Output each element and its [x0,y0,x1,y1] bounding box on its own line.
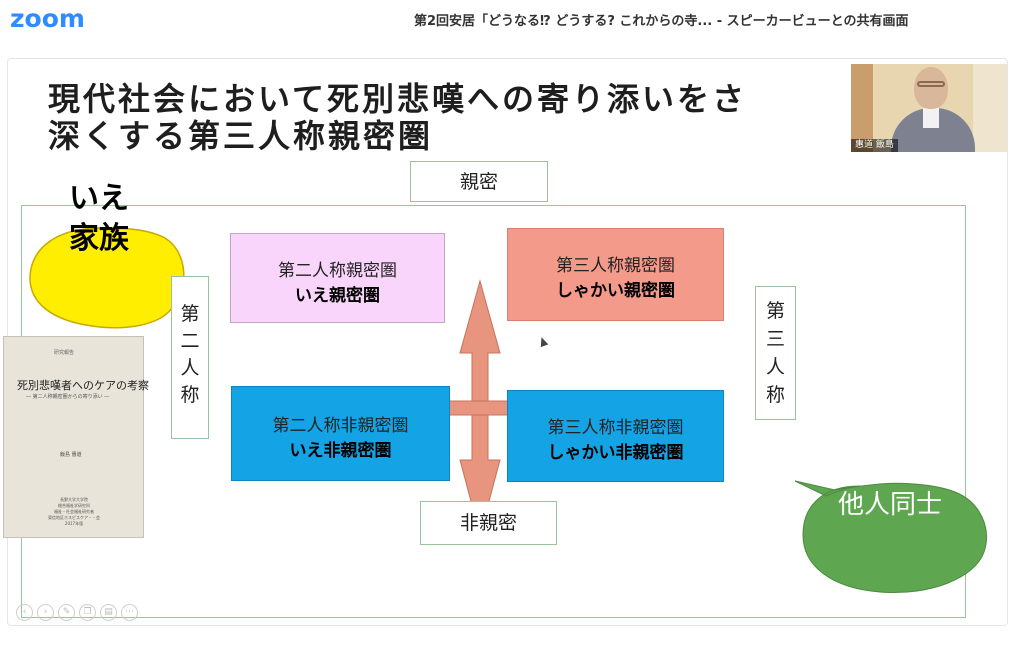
book-cover-image: 研究報告 死別悲嘆者へのケアの考察 ― 第二人称親密圏からの寄り添い ― 飯島 … [3,336,149,538]
axis-left-char: 人 [180,357,200,379]
book-author: 飯島 惠道 [60,452,82,458]
quadrant-second-person-intimate: 第二人称親密圏 いえ親密圏 [230,233,445,323]
axis-right-char: 称 [765,384,785,406]
bubble-right-text: しゃかい 他人同士 [790,450,990,524]
slide-title: 現代社会において死別悲嘆への寄り添いをさ 深くする第三人称親密圏 [48,81,747,155]
quadrant-subtitle: いえ非親密圏 [289,441,392,461]
axis-right-char: 三 [765,328,785,350]
book-subtitle: ― 第二人称親密圏からの寄り添い ― [26,394,110,400]
axis-right-char: 人 [765,356,785,378]
axis-left-char: 第 [180,303,200,325]
book-title: 死別悲嘆者へのケアの考察 [17,379,149,392]
more-icon[interactable]: ⋯ [121,604,138,621]
axis-label-second-person: 第 二 人 称 [171,276,209,439]
speaker-video-thumbnail[interactable]: 惠道 飯島 [851,64,1007,152]
quadrant-title: 第三人称親密圏 [556,256,675,276]
bubble-right-shape [794,480,987,594]
quadrant-second-person-non-intimate: 第二人称非親密圏 いえ非親密圏 [231,386,450,481]
bubble-right-line1: しゃかい [837,453,942,483]
copy-icon[interactable]: ❐ [79,604,96,621]
speaker-head [914,67,948,109]
quadrant-third-person-intimate: 第三人称親密圏 しゃかい親密圏 [507,228,724,321]
quadrant-title: 第三人称非親密圏 [547,418,684,438]
axis-label-third-person: 第 三 人 称 [755,286,796,420]
slide-title-line2: 深くする第三人称親密圏 [48,117,434,155]
slide-toolbar: ‹ › ✎ ❐ ▤ ⋯ [16,604,138,621]
quadrant-subtitle: しゃかい非親密圏 [547,443,684,463]
bubble-right-line2: 他人同士 [837,490,942,520]
bubble-left-line1: いえ [69,181,129,216]
axis-right-char: 第 [765,300,785,322]
video-background-panel [973,64,1007,152]
video-background-panel [851,64,873,152]
title-bar: zoom 第2回安居「どうなる⁉ どうする? これからの寺... - スピーカー… [0,0,1024,40]
quadrant-subtitle: いえ親密圏 [295,286,380,306]
back-icon[interactable]: ‹ [16,604,33,621]
forward-icon[interactable]: › [37,604,54,621]
slide-title-line1: 現代社会において死別悲嘆への寄り添いをさ [48,80,748,118]
zoom-logo: zoom [10,4,85,33]
bubble-left-text: いえ 家族 [31,179,167,259]
book-footer: 長野大学大学院 総合福祉学研究科 福祉・社会福祉研究者 東信地区ホスピスケア・・… [48,497,100,526]
quadrant-title: 第二人称親密圏 [278,261,397,281]
axis-left-char: 二 [180,330,200,352]
speaker-collar [923,108,939,128]
quadrant-title: 第二人称非親密圏 [272,416,409,436]
window-title: 第2回安居「どうなる⁉ どうする? これからの寺... - スピーカービューとの… [414,14,909,29]
axis-label-non-intimate: 非親密 [420,501,557,545]
speaker-glasses [917,81,945,87]
book-top-label: 研究報告 [54,350,75,356]
bubble-left-line2: 家族 [69,221,129,256]
axis-left-char: 称 [180,384,200,406]
pen-icon[interactable]: ✎ [58,604,75,621]
bubble-left-shape [29,227,191,332]
axis-label-intimate: 親密 [410,161,548,202]
shared-screen[interactable]: 現代社会において死別悲嘆への寄り添いをさ 深くする第三人称親密圏 [7,58,1008,626]
quadrant-subtitle: しゃかい親密圏 [556,281,675,301]
view-icon[interactable]: ▤ [100,604,117,621]
participant-name: 惠道 飯島 [851,139,898,152]
quadrant-third-person-non-intimate: 第三人称非親密圏 しゃかい非親密圏 [507,390,724,482]
